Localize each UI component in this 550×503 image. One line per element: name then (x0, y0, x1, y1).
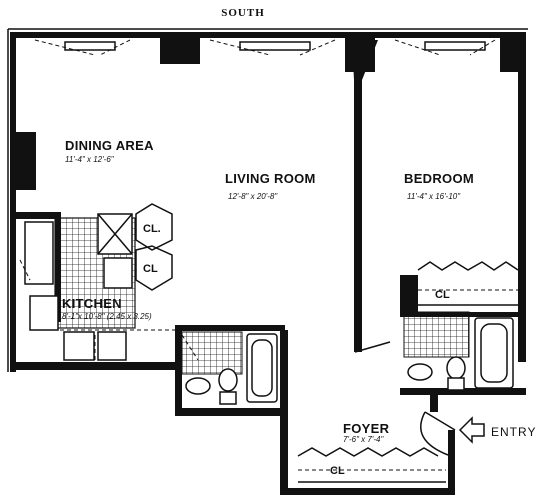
room-name-foyer: FOYER (343, 421, 390, 436)
outer-walls (7, 28, 528, 495)
compass-label: SOUTH (221, 7, 265, 19)
room-name-bedroom: BEDROOM (404, 171, 474, 186)
bathroom-2 (400, 275, 518, 391)
closet-label-2: CL (143, 263, 158, 275)
arrow-left-icon (458, 416, 485, 444)
room-dims-living-room: 12'-8" x 20'-8" (228, 192, 278, 201)
closet-label-3: CL (435, 289, 450, 301)
room-name-kitchen: KITCHEN (62, 296, 122, 311)
closet-label-4: CL (330, 465, 345, 477)
closet-label-1: CL. (143, 223, 161, 235)
room-name-dining-area: DINING AREA (65, 138, 154, 153)
bedroom-partition (352, 40, 391, 353)
room-dims-kitchen: 8'-1"x 10'-8" (2.45 x 3.25) (62, 312, 152, 321)
room-dims-bedroom: 11'-4" x 16'-10" (407, 192, 461, 201)
entry-label: ENTRY (491, 425, 536, 439)
room-dims-foyer: 7'-6" x 7'-4" (343, 435, 384, 444)
kitchen-block (16, 203, 175, 361)
room-name-living-room: LIVING ROOM (225, 171, 316, 186)
room-dims-dining-area: 11'-4" x 12'-6" (65, 155, 115, 164)
window-piers (16, 32, 526, 190)
bathroom-1 (175, 325, 285, 405)
windows (34, 39, 496, 56)
closets (297, 261, 519, 483)
entry-door (420, 411, 456, 456)
